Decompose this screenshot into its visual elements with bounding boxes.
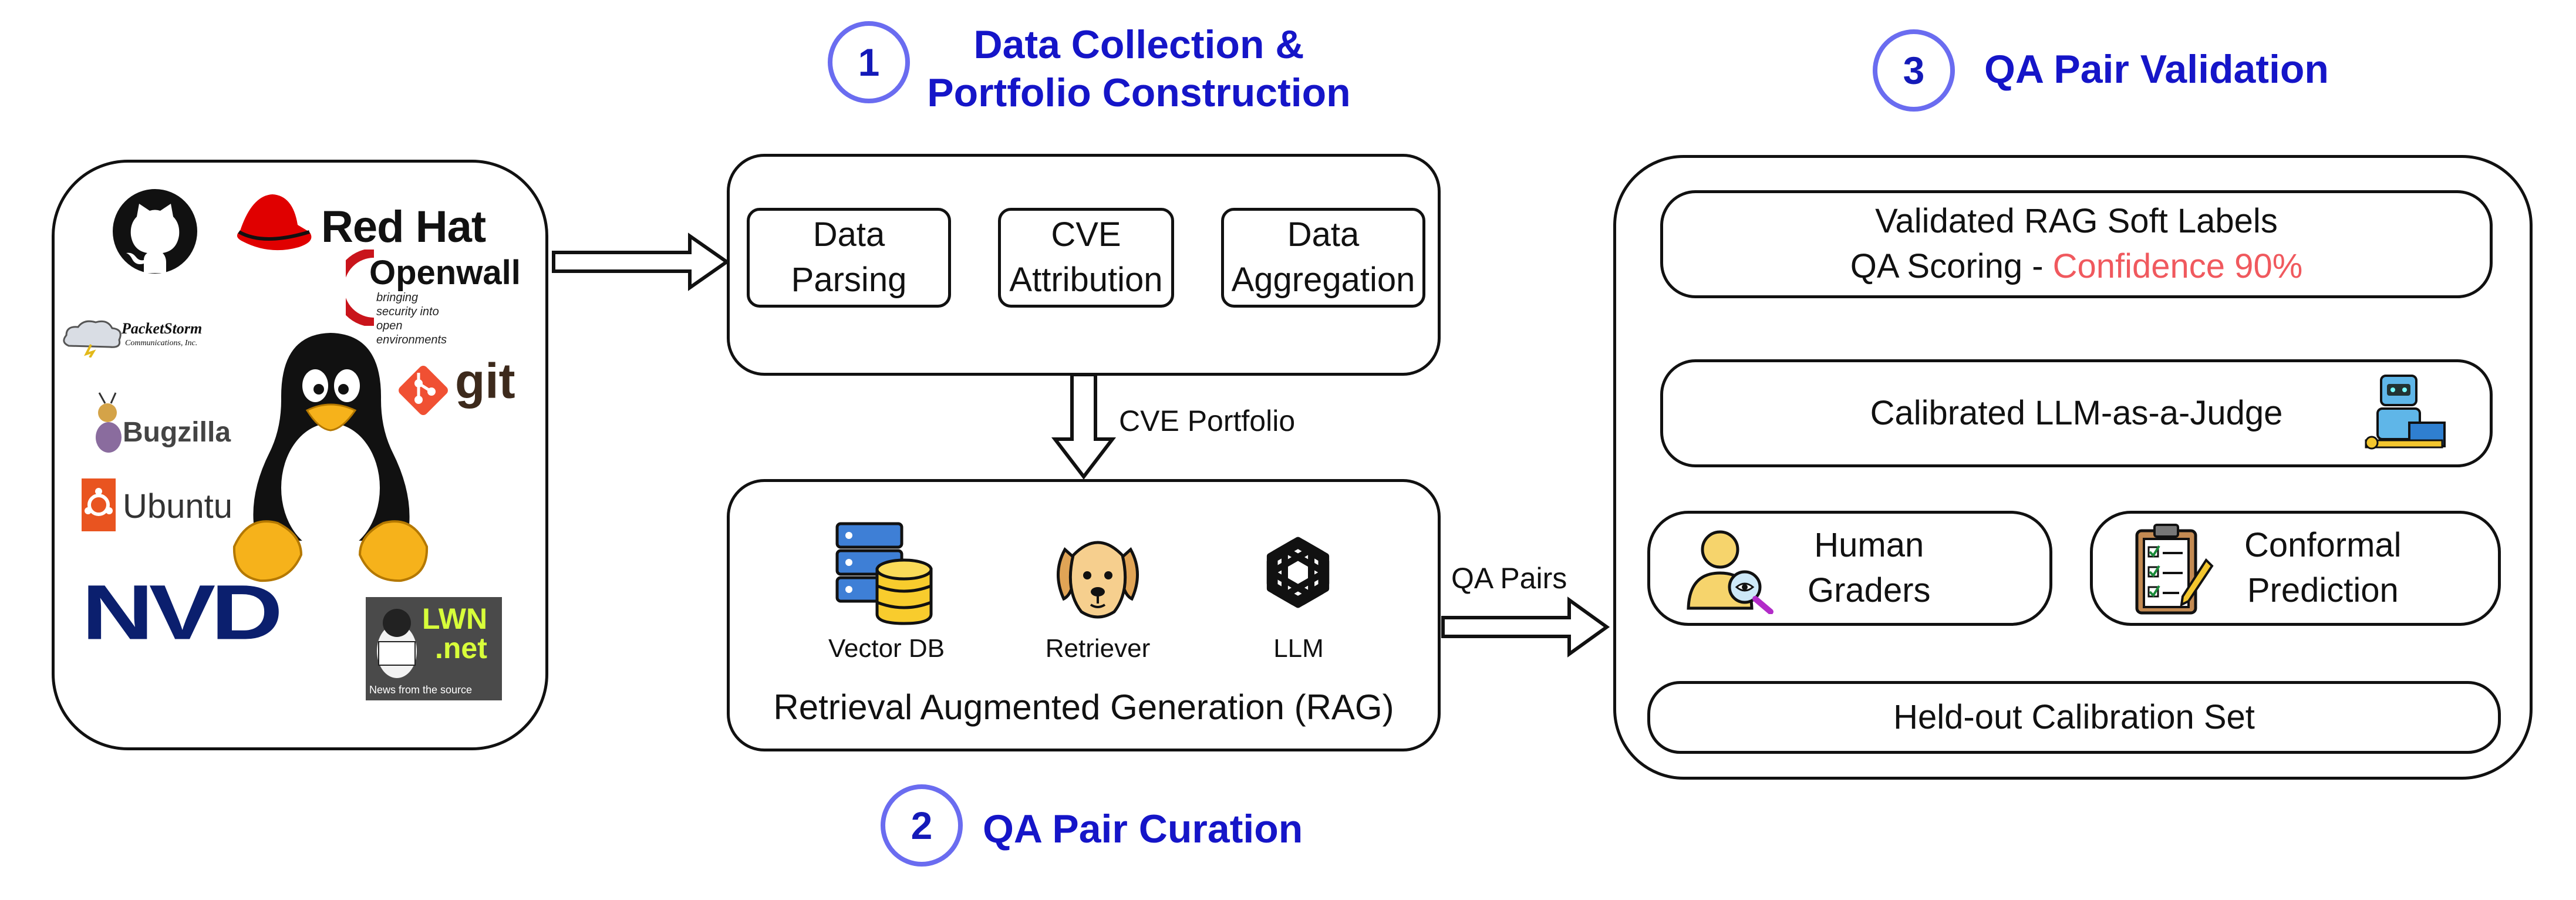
lwn-logo: LWN .net News from the source	[366, 597, 502, 700]
collection-to-rag-arrow	[1051, 373, 1117, 480]
git-icon	[399, 366, 448, 415]
packetstorm-cloud-icon	[63, 320, 122, 358]
vector-db-label: Vector DB	[828, 634, 945, 663]
cve-portfolio-label: CVE Portfolio	[1119, 405, 1296, 437]
stage-3-number: 3	[1873, 29, 1955, 112]
llm-judge-box: Calibrated LLM-as-a-Judge	[1660, 359, 2493, 467]
qa-scoring-line: QA Scoring - Confidence 90%	[1850, 247, 2303, 285]
data-aggregation-box: Data Aggregation	[1221, 208, 1425, 308]
openwall-icon	[346, 250, 375, 326]
cve-attribution-box: CVE Attribution	[998, 208, 1174, 308]
rag-caption: Retrieval Augmented Generation (RAG)	[773, 687, 1394, 727]
llm-label: LLM	[1273, 634, 1324, 663]
ubuntu-icon	[82, 478, 116, 531]
calibration-set-label: Held-out Calibration Set	[1893, 697, 2255, 736]
soft-labels-title: Validated RAG Soft Labels	[1875, 202, 2278, 241]
llm-judge-label: Calibrated LLM-as-a-Judge	[1870, 393, 2283, 432]
nvd-logo: NVD	[82, 569, 283, 656]
robot-laptop-icon	[2365, 375, 2446, 450]
retriever-dog-icon	[1057, 541, 1139, 619]
confidence-value: Confidence 90%	[2052, 247, 2303, 285]
sources-to-collection-arrow	[552, 232, 730, 291]
qa-pairs-label: QA Pairs	[1451, 562, 1567, 595]
human-grader-icon	[1687, 530, 1773, 614]
soft-labels-box: Validated RAG Soft Labels QA Scoring - C…	[1660, 190, 2493, 298]
stage-1-number: 1	[828, 21, 910, 103]
redhat-hat-icon	[237, 194, 312, 251]
checklist-icon	[2135, 524, 2214, 615]
bugzilla-ant-icon	[96, 392, 122, 453]
stage-3-title: QA Pair Validation	[1984, 47, 2329, 92]
rag-to-validation-arrow	[1441, 596, 1610, 658]
sources-panel: Red Hat Openwall bringing security into …	[52, 160, 548, 750]
conformal-prediction-label: Conformal Prediction	[2244, 526, 2402, 609]
stage-1-title: Data Collection & Portfolio Construction	[927, 22, 1351, 115]
calibration-set-box: Held-out Calibration Set	[1647, 681, 2501, 754]
retriever-label: Retriever	[1045, 634, 1151, 663]
openai-logo-icon	[1266, 537, 1330, 608]
linux-tux-icon	[232, 333, 429, 582]
data-parsing-box: Data Parsing	[747, 208, 951, 308]
github-icon	[113, 189, 197, 274]
stage-2-title: QA Pair Curation	[983, 807, 1303, 851]
stage-2-number: 2	[881, 784, 963, 867]
lwn-penguin-icon	[377, 609, 417, 678]
human-graders-label: Human Graders	[1808, 526, 1931, 609]
database-server-icon	[835, 522, 933, 625]
